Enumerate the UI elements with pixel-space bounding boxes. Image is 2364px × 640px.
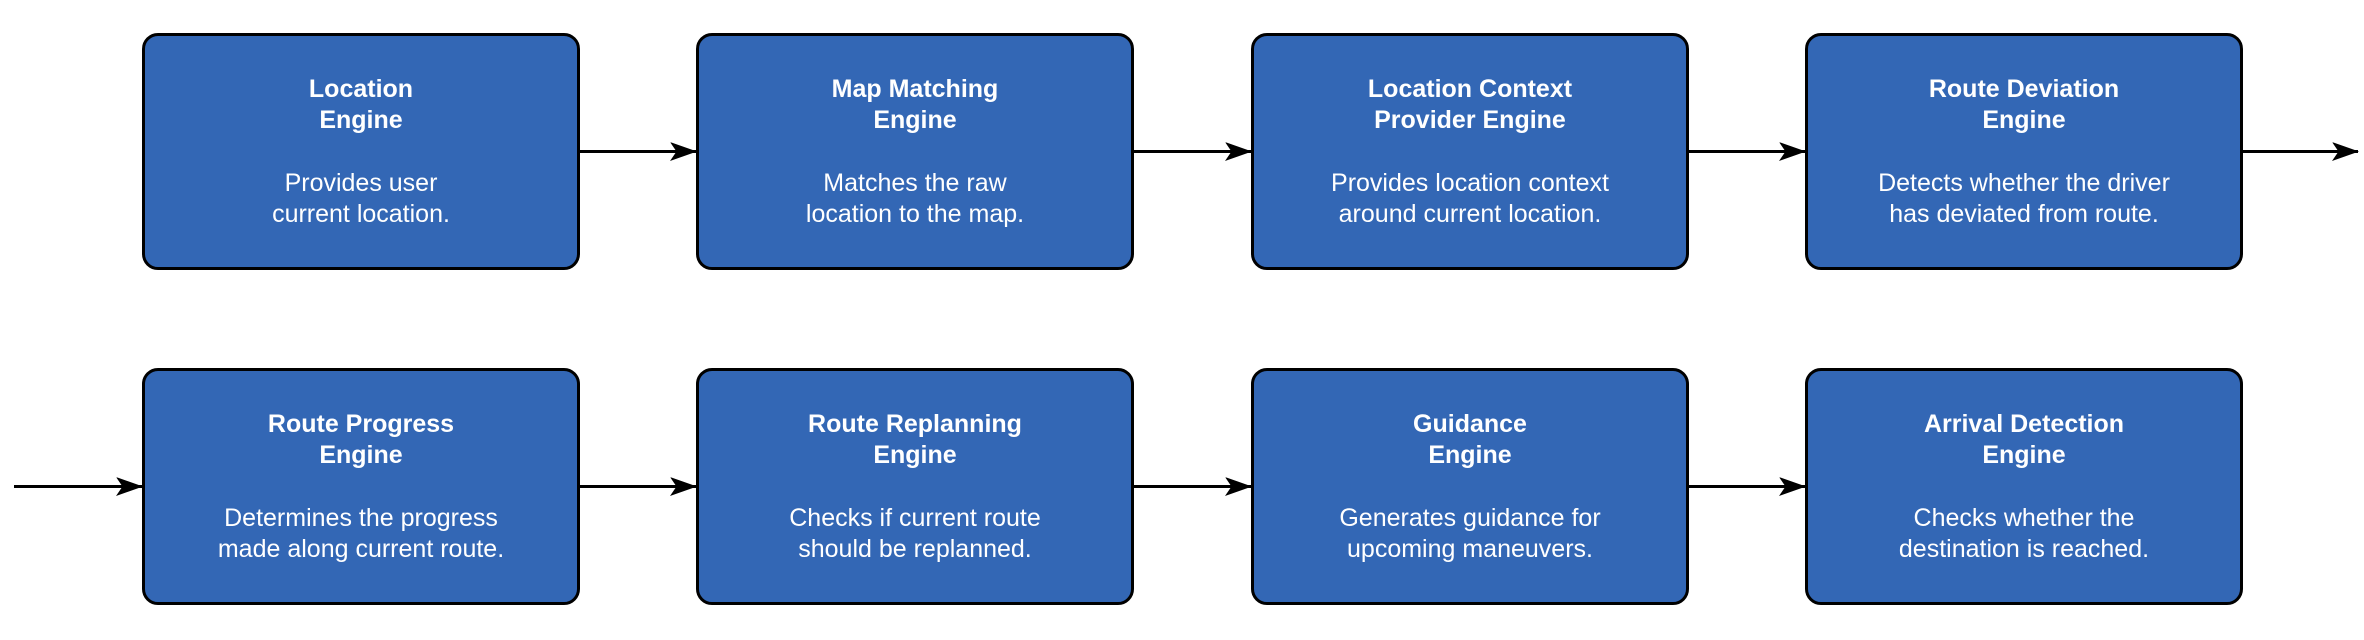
arrow-route-deviation-offscreen-right bbox=[2243, 142, 2359, 161]
arrowhead-icon bbox=[116, 477, 143, 496]
arrowhead-icon bbox=[1779, 142, 1806, 161]
arrow-route-progress-to-route-replanning bbox=[580, 477, 697, 496]
arrow-offscreen-left-to-route-progress bbox=[14, 477, 143, 496]
node-description: Determines the progress made along curre… bbox=[217, 503, 505, 563]
node-title: Guidance Engine bbox=[1413, 409, 1527, 469]
node-description: Checks whether the destination is reache… bbox=[1898, 503, 2150, 563]
node-description: Provides location context around current… bbox=[1331, 168, 1609, 228]
node-location-engine: Location Engine Provides user current lo… bbox=[142, 33, 580, 270]
arrowhead-icon bbox=[670, 142, 697, 161]
node-description: Checks if current route should be replan… bbox=[789, 503, 1041, 563]
node-title: Route Deviation Engine bbox=[1928, 74, 2120, 134]
node-title: Route Progress Engine bbox=[267, 409, 455, 469]
node-guidance-engine: Guidance Engine Generates guidance for u… bbox=[1251, 368, 1689, 605]
node-arrival-detection-engine: Arrival Detection Engine Checks whether … bbox=[1805, 368, 2243, 605]
node-route-replanning-engine: Route Replanning Engine Checks if curren… bbox=[696, 368, 1134, 605]
node-title: Map Matching Engine bbox=[831, 74, 999, 134]
node-description: Detects whether the driver has deviated … bbox=[1878, 168, 2170, 228]
node-route-progress-engine: Route Progress Engine Determines the pro… bbox=[142, 368, 580, 605]
arrowhead-icon bbox=[1225, 142, 1252, 161]
arrowhead-icon bbox=[2332, 142, 2359, 161]
arrowhead-icon bbox=[670, 477, 697, 496]
arrow-map-matching-to-location-context bbox=[1134, 142, 1252, 161]
node-title: Arrival Detection Engine bbox=[1923, 409, 2125, 469]
arrowhead-icon bbox=[1225, 477, 1252, 496]
node-title: Location Engine bbox=[308, 74, 414, 134]
arrowhead-icon bbox=[1779, 477, 1806, 496]
node-title: Location Context Provider Engine bbox=[1367, 74, 1573, 134]
node-description: Provides user current location. bbox=[272, 168, 450, 228]
node-location-context-provider-engine: Location Context Provider Engine Provide… bbox=[1251, 33, 1689, 270]
node-title: Route Replanning Engine bbox=[808, 409, 1022, 469]
arrow-location-to-map-matching bbox=[580, 142, 697, 161]
arrow-guidance-to-arrival-detection bbox=[1689, 477, 1806, 496]
arrow-route-replanning-to-guidance bbox=[1134, 477, 1252, 496]
arrow-location-context-to-route-deviation bbox=[1689, 142, 1806, 161]
node-description: Generates guidance for upcoming maneuver… bbox=[1339, 503, 1601, 563]
node-route-deviation-engine: Route Deviation Engine Detects whether t… bbox=[1805, 33, 2243, 270]
node-map-matching-engine: Map Matching Engine Matches the raw loca… bbox=[696, 33, 1134, 270]
node-description: Matches the raw location to the map. bbox=[805, 168, 1025, 228]
